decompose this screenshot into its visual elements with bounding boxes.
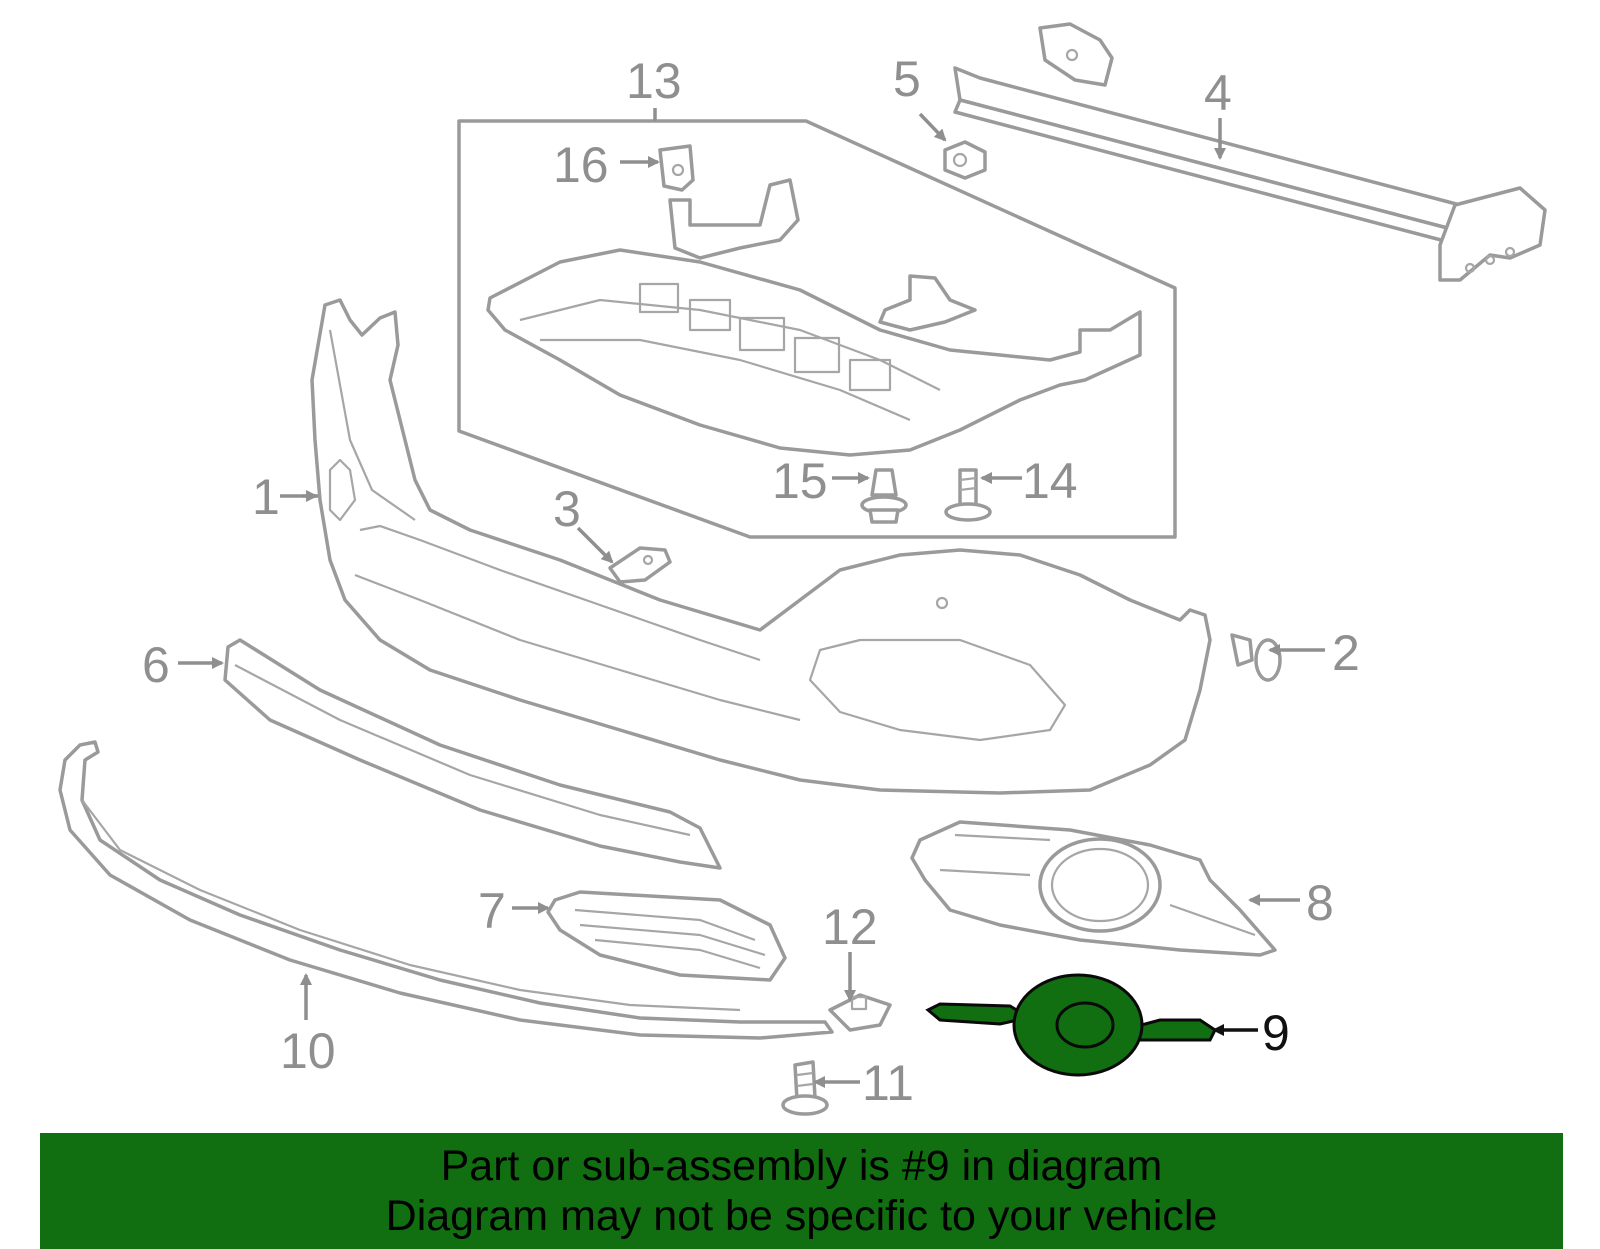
- callout-1: 1: [252, 469, 280, 525]
- callout-15: 15: [772, 453, 828, 509]
- callout-7: 7: [478, 883, 506, 939]
- part-4-impact-bar: [953, 22, 1547, 282]
- part-10-lower-molding: [58, 740, 834, 1040]
- callout-10: 10: [280, 1023, 336, 1079]
- callout-6: 6: [142, 637, 170, 693]
- callout-3: 3: [553, 481, 581, 537]
- callout-9: 9: [1262, 1005, 1290, 1061]
- part-3-bracket: [608, 546, 672, 584]
- callout-4: 4: [1204, 65, 1232, 121]
- part-15-push-pin: [860, 468, 908, 524]
- info-banner: Part or sub-assembly is #9 in diagram Di…: [40, 1133, 1563, 1249]
- callout-14: 14: [1022, 453, 1078, 509]
- part-1-bumper-cover: [310, 298, 1212, 795]
- callout-5: 5: [893, 51, 921, 107]
- part-6-molding: [223, 638, 722, 870]
- callout-8: 8: [1306, 875, 1334, 931]
- part-7-grille: [546, 890, 787, 982]
- banner-line-1: Part or sub-assembly is #9 in diagram: [440, 1142, 1163, 1190]
- callout-13: 13: [626, 53, 682, 109]
- callout-2: 2: [1332, 625, 1360, 681]
- part-2-screw: [1230, 633, 1282, 682]
- part-12-nut: [828, 993, 892, 1032]
- part-9-fog-lamp-bezel-highlighted: [925, 973, 1217, 1077]
- banner-line-2: Diagram may not be specific to your vehi…: [385, 1192, 1218, 1240]
- part-11-bolt: [781, 1060, 829, 1116]
- part-16-clip: [658, 144, 695, 192]
- callout-16: 16: [553, 137, 609, 193]
- callout-12: 12: [822, 899, 878, 955]
- part-14-bolt: [944, 468, 992, 522]
- part-13-splash-shield: [486, 178, 1142, 457]
- part-5-bolt: [943, 140, 987, 180]
- part-8-fog-bezel: [910, 820, 1277, 957]
- part-13-splash-shield-box: [457, 119, 1177, 539]
- callout-11: 11: [862, 1055, 914, 1111]
